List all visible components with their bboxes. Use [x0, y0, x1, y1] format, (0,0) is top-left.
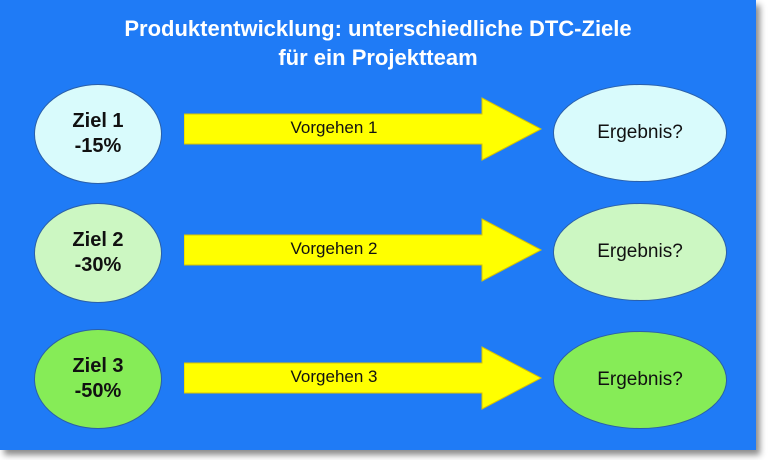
goal-value-2: -30% — [74, 254, 122, 276]
result-label-3: Ergebnis? — [597, 369, 683, 390]
result-ellipse-2: Ergebnis? — [553, 203, 727, 301]
result-ellipse-3: Ergebnis? — [553, 331, 727, 429]
goal-name-2: Ziel 2 — [72, 229, 124, 251]
page-title: Produktentwicklung: unterschiedliche DTC… — [0, 14, 756, 72]
goal-ellipse-2: Ziel 2 -30% — [34, 203, 162, 303]
goal-name-1: Ziel 1 — [72, 110, 124, 132]
title-line-1: Produktentwicklung: unterschiedliche DTC… — [124, 16, 632, 41]
goal-value-1: -15% — [74, 135, 122, 157]
goal-name-3: Ziel 3 — [72, 355, 124, 377]
approach-arrow-3: Vorgehen 3 — [184, 346, 544, 410]
title-line-2: für ein Projektteam — [278, 45, 478, 70]
approach-arrow-1: Vorgehen 1 — [184, 97, 544, 161]
result-ellipse-1: Ergebnis? — [553, 84, 727, 182]
goal-value-3: -50% — [74, 380, 122, 402]
approach-label-3: Vorgehen 3 — [290, 367, 378, 386]
goal-ellipse-1: Ziel 1 -15% — [34, 84, 162, 184]
result-label-2: Ergebnis? — [597, 241, 683, 262]
slide-background: Produktentwicklung: unterschiedliche DTC… — [0, 0, 756, 450]
approach-arrow-2: Vorgehen 2 — [184, 218, 544, 282]
result-label-1: Ergebnis? — [597, 122, 683, 143]
goal-ellipse-3: Ziel 3 -50% — [34, 329, 162, 429]
approach-label-2: Vorgehen 2 — [290, 239, 378, 258]
approach-label-1: Vorgehen 1 — [290, 118, 378, 137]
